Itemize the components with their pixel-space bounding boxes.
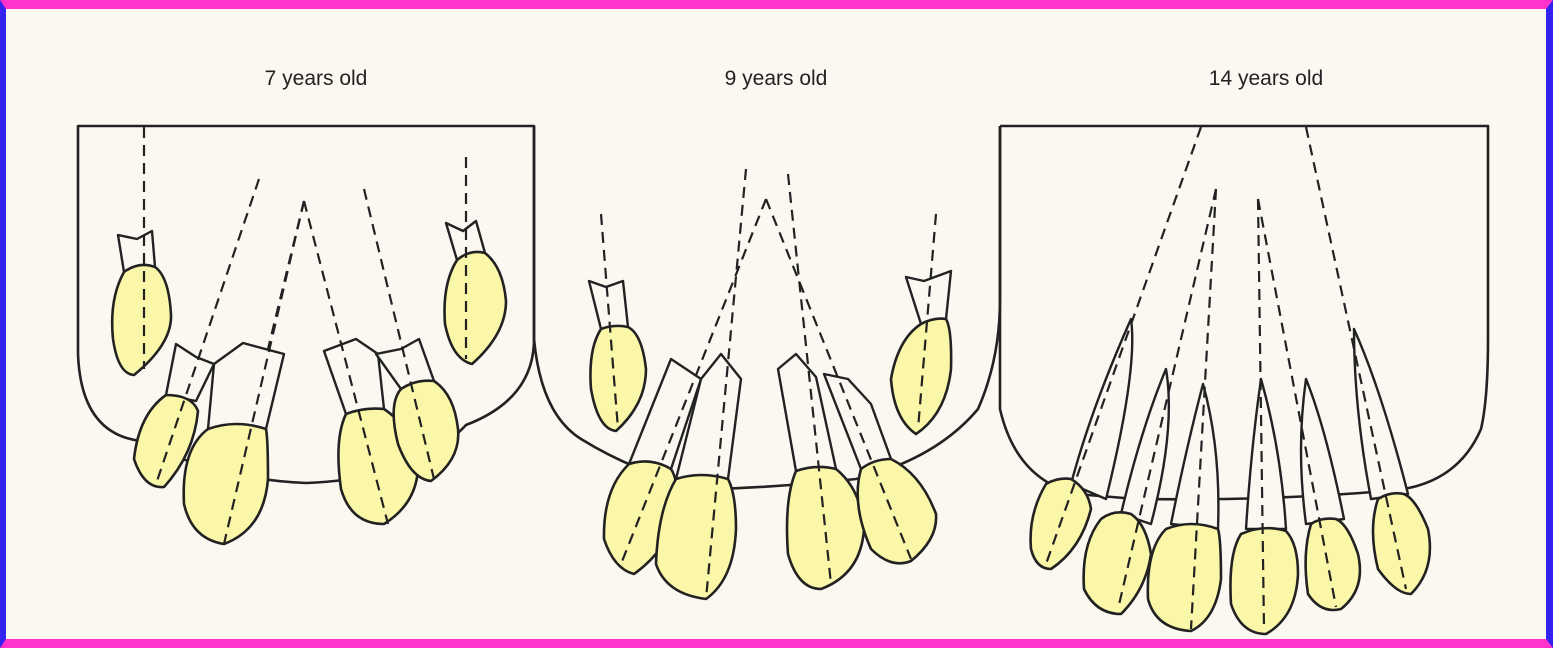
tooth-14-4 (1230, 199, 1298, 634)
tooth-right-lateral (445, 157, 507, 364)
panel-7-years (78, 126, 534, 544)
tooth-9-left-lateral (589, 214, 646, 431)
diagram-drawing (6, 9, 1546, 639)
panel-9-years (534, 126, 1000, 599)
tooth-9-right-lateral (891, 214, 951, 434)
panel-14-years (1000, 126, 1488, 634)
jaw-outline-14-years (1000, 126, 1488, 499)
tooth-eruption-diagram: 7 years old 9 years old 14 years old (6, 9, 1546, 639)
tooth-left-lateral (112, 127, 171, 375)
